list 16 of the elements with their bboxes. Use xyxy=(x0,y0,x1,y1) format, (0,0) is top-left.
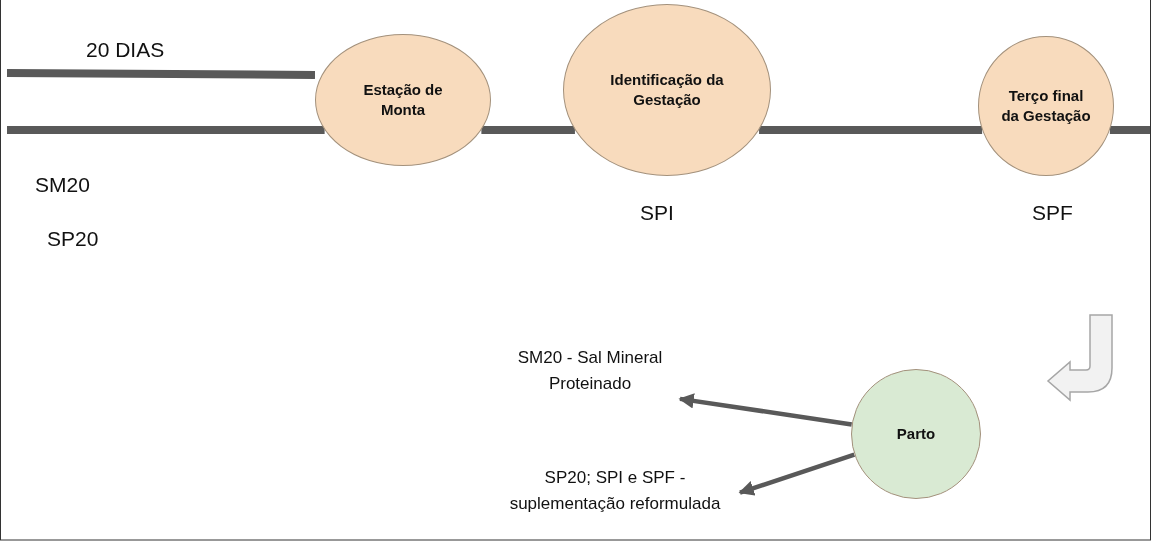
timeline-label: SPI xyxy=(640,201,674,225)
timeline-label: SPF xyxy=(1032,201,1073,225)
stage-label: Parto xyxy=(896,423,936,444)
timeline-line xyxy=(759,126,983,134)
stage-label: Identificação da Gestação xyxy=(609,69,725,110)
timeline-label: SM20 xyxy=(35,173,90,197)
stage-label: Estação de Monta xyxy=(362,79,444,120)
arrow xyxy=(678,393,853,427)
timeline-line xyxy=(1109,126,1150,134)
note-text: SM20 - Sal Mineral Proteinado xyxy=(516,346,664,395)
stage-label: Terço final da Gestação xyxy=(1001,85,1091,126)
arrow xyxy=(738,452,856,496)
timeline-line xyxy=(481,126,575,134)
timeline-label: 20 DIAS xyxy=(86,38,165,62)
note-text: SP20; SPI e SPF - suplementação reformulada xyxy=(508,466,722,515)
timeline-label: SP20 xyxy=(47,227,99,251)
